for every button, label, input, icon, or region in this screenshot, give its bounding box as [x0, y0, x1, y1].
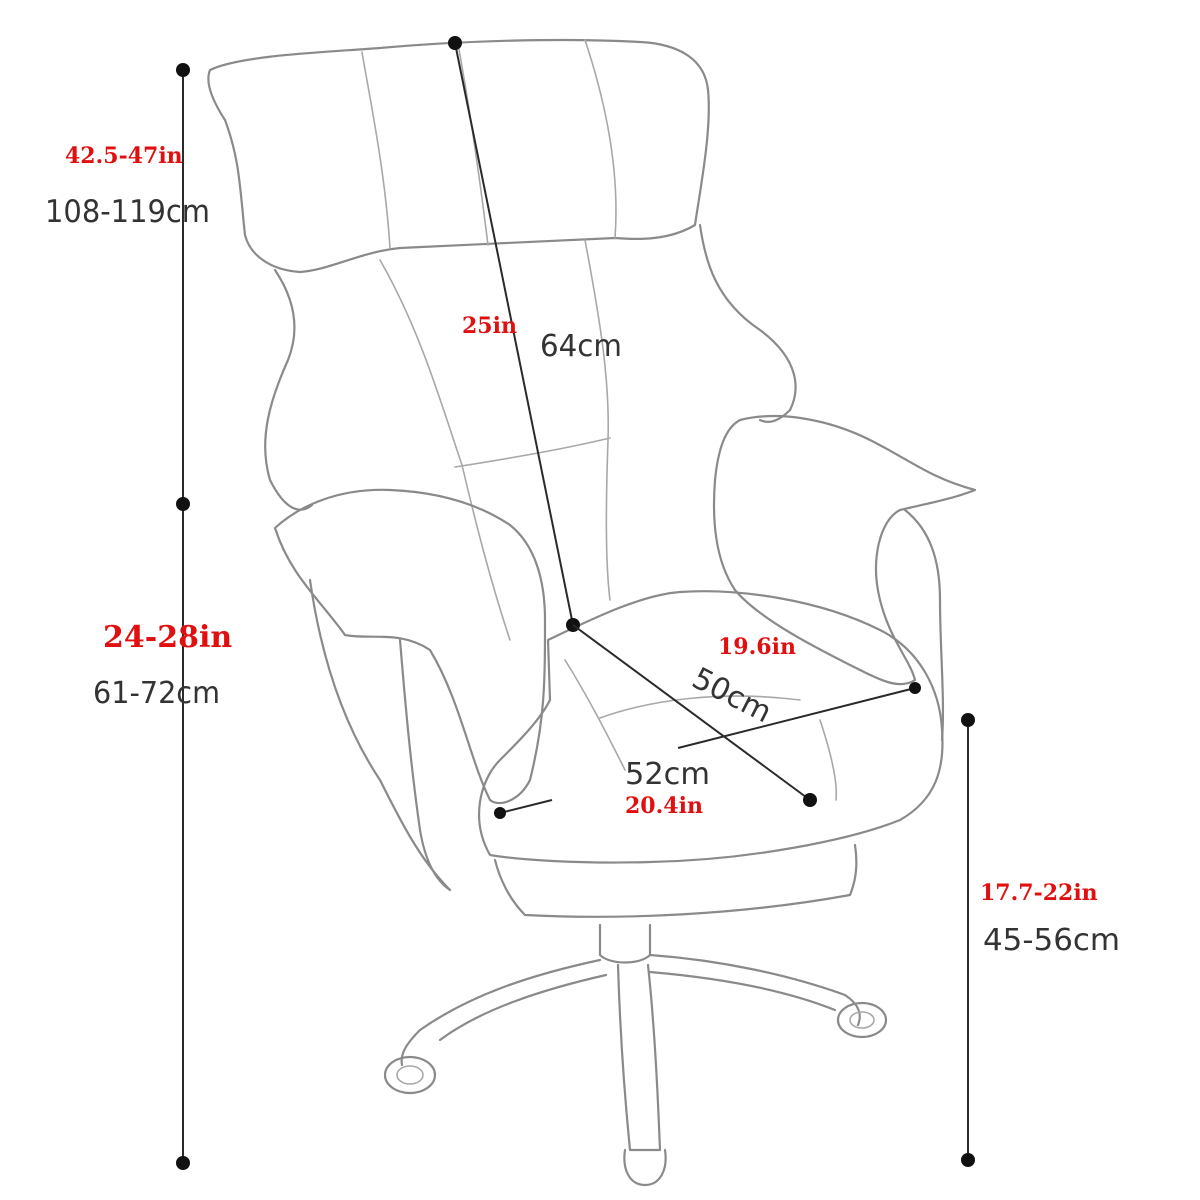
back-length-line — [454, 42, 574, 626]
base-leg-left — [400, 958, 608, 1067]
seat-height-in-label: 17.7-22in — [980, 880, 1098, 906]
seat-height-cm-label: 45-56cm — [983, 923, 1120, 958]
left-arm-support — [308, 578, 452, 892]
headrest-seam-left — [361, 51, 391, 249]
backrest-seam-right — [584, 239, 611, 601]
arm-height-in-label: 24-28in — [103, 620, 232, 655]
seat-width-in-label: 20.4in — [625, 793, 703, 819]
caster-left — [383, 1055, 437, 1095]
total-height-cm-label: 108-119cm — [45, 194, 210, 230]
left-armrest-outline — [273, 488, 547, 805]
backrest-cross-seam — [454, 437, 611, 468]
headrest-seam-right — [584, 39, 617, 239]
seat-height-top-dot — [961, 713, 975, 727]
back-length-cm-label: 64cm — [540, 329, 622, 364]
caster-front — [623, 1148, 667, 1187]
arm-height-top-dot — [176, 497, 190, 511]
backrest-seam-left — [379, 259, 511, 641]
chair-illustration — [207, 38, 977, 1187]
seat-seam-2 — [564, 659, 626, 771]
seat-width-right-dot — [909, 682, 921, 694]
seat-seam-1 — [599, 695, 801, 719]
seat-depth-in-label: 19.6in — [718, 634, 796, 660]
base-leg-front — [616, 963, 662, 1152]
seat-depth-front-dot — [803, 793, 817, 807]
back-length-top-dot — [448, 36, 462, 50]
backrest-outline — [264, 223, 797, 511]
seat-seam-3 — [819, 719, 838, 801]
seat-base-outline — [493, 843, 858, 918]
right-arm-support — [903, 508, 945, 742]
dimension-labels: 42.5-47in 108-119cm 25in 64cm 24-28in 61… — [45, 143, 1120, 958]
seat-width-line-right — [677, 687, 916, 749]
base-leg-right — [648, 953, 861, 1027]
gas-lift — [598, 923, 652, 964]
arm-height-cm-label: 61-72cm — [93, 676, 220, 711]
seat-width-line-left — [499, 799, 553, 814]
seat-width-left-dot — [494, 807, 506, 819]
dimension-lines — [176, 36, 975, 1170]
seat-depth-line — [572, 624, 811, 801]
total-height-bottom-dot — [176, 1156, 190, 1170]
headrest-outline — [207, 38, 710, 274]
headrest-seam-center — [457, 43, 489, 246]
back-length-in-label: 25in — [462, 313, 517, 339]
seat-cushion-outline — [478, 590, 944, 864]
seat-width-cm-label: 52cm — [625, 757, 710, 792]
seat-height-bottom-dot — [961, 1153, 975, 1167]
total-height-in-label: 42.5-47in — [65, 143, 183, 169]
caster-right — [836, 1001, 888, 1039]
total-height-top-dot — [176, 63, 190, 77]
